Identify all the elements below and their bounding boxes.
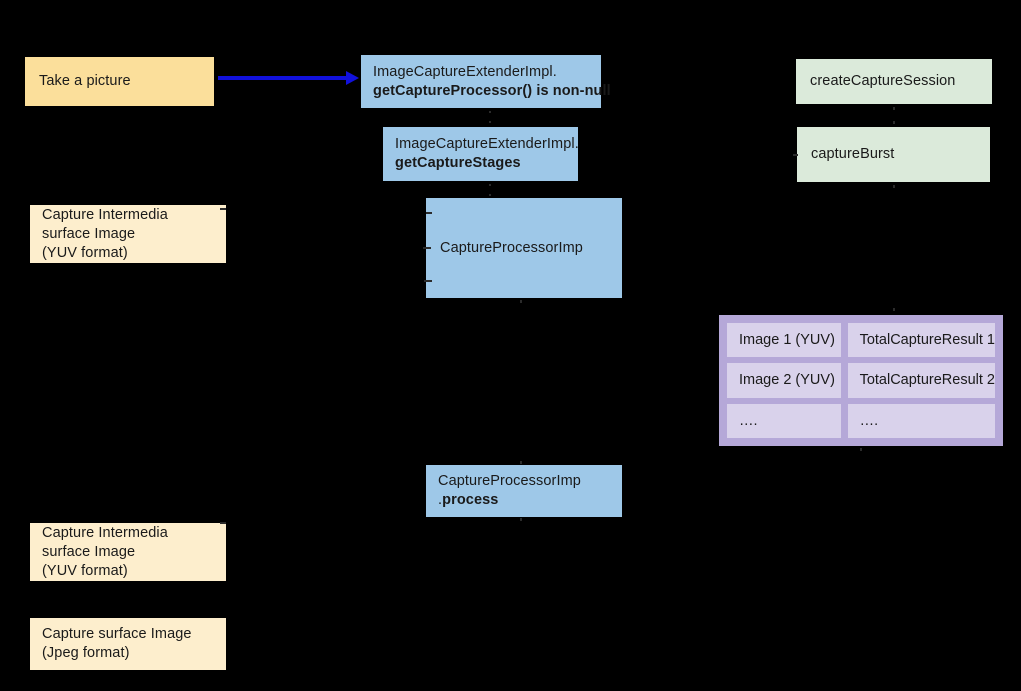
connector-stub	[520, 461, 522, 464]
take-picture-to-get-capture-processor-arrow	[218, 76, 346, 80]
connector-stub	[520, 300, 522, 303]
capture-intermedia-surface-image-yuv-box-top-line-1: Capture Intermedia	[42, 206, 168, 223]
connector-stub	[489, 121, 491, 123]
connector-stub	[424, 280, 432, 282]
table-cell[interactable]: TotalCaptureResult 2	[847, 363, 995, 398]
capture-intermedia-surface-image-yuv-box-top[interactable]: Capture Intermedia surface Image (YUV form…	[30, 205, 226, 263]
capture-burst-box[interactable]: captureBurst	[797, 127, 990, 182]
arrow-head-icon	[346, 71, 359, 85]
capture-processor-imp-box[interactable]: CaptureProcessorImp	[426, 198, 622, 298]
get-capture-processor-box-line-1: ImageCaptureExtenderImpl.	[373, 63, 557, 80]
connector-stub	[893, 107, 895, 110]
connector-stub	[893, 121, 895, 124]
capture-processor-imp-process-box-line-1: CaptureProcessorImp	[438, 473, 581, 489]
connector-stub	[426, 212, 432, 214]
capture-surface-image-jpeg-box-line-1: Capture surface Image	[42, 626, 192, 642]
connector-stub	[489, 111, 491, 113]
capture-surface-image-jpeg-box[interactable]: Capture surface Image (Jpeg format)	[30, 618, 226, 670]
capture-intermedia-surface-image-yuv-box-bottom-line-2: surface Image	[42, 543, 136, 560]
capture-intermedia-surface-image-yuv-box-bottom[interactable]: Capture Intermedia surface Image (YUV form…	[30, 523, 226, 581]
connector-stub	[220, 522, 226, 524]
images-column: Image 1 (YUV) Image 2 (YUV) ….	[727, 323, 841, 438]
create-capture-session-box[interactable]: createCaptureSession	[796, 59, 992, 104]
capture-intermedia-surface-image-yuv-box-bottom-line-3: (YUV format)	[42, 562, 128, 579]
capture-results-table: Image 1 (YUV)Image 2 (YUV)….TotalCapture…	[719, 315, 1003, 446]
get-capture-processor-box[interactable]: ImageCaptureExtenderImpl. getCaptureProce…	[361, 55, 611, 108]
get-capture-stages-box-line-1: ImageCaptureExtenderImpl.	[395, 136, 579, 152]
get-capture-stages-box[interactable]: ImageCaptureExtenderImpl. getCaptureStage…	[383, 127, 579, 181]
capture-processor-imp-process-box[interactable]: CaptureProcessorImp .process	[426, 465, 622, 517]
capture-processor-imp-process-box-line-2: .process	[438, 492, 499, 508]
connector-stub	[489, 194, 491, 196]
take-a-picture-box[interactable]: Take a picture	[25, 57, 214, 106]
connector-stub	[893, 308, 895, 311]
get-capture-stages-box-line-2: getCaptureStages	[395, 155, 521, 171]
table-cell[interactable]: ….	[727, 403, 841, 438]
table-cell[interactable]: Image 2 (YUV)	[727, 363, 841, 398]
capture-burst-box-line-1: captureBurst	[811, 146, 895, 162]
capture-intermedia-surface-image-yuv-box-top-line-2: surface Image	[42, 225, 136, 242]
table-cell[interactable]: ….	[847, 403, 995, 438]
create-capture-session-box-line-1: createCaptureSession	[810, 73, 956, 89]
connector-stub	[220, 208, 226, 210]
connector-stub	[489, 184, 491, 186]
connector-stub	[520, 518, 522, 521]
capture-processor-imp-box-line-1: CaptureProcessorImp	[440, 239, 583, 256]
capture-surface-image-jpeg-box-line-2: (Jpeg format)	[42, 645, 130, 661]
table-cell[interactable]: Image 1 (YUV)	[727, 323, 841, 358]
take-a-picture-box-line-1: Take a picture	[39, 73, 131, 89]
connector-stub	[793, 154, 798, 156]
get-capture-processor-box-line-2: getCaptureProcessor() is non-null	[373, 82, 611, 99]
table-cell[interactable]: TotalCaptureResult 1	[847, 323, 995, 358]
capture-intermedia-surface-image-yuv-box-top-line-3: (YUV format)	[42, 244, 128, 261]
results-column: TotalCaptureResult 1 TotalCaptureResult 2…	[847, 323, 995, 438]
connector-stub	[893, 185, 895, 188]
connector-stub	[860, 448, 862, 451]
connector-stub	[423, 247, 431, 249]
capture-intermedia-surface-image-yuv-box-bottom-line-1: Capture Intermedia	[42, 524, 168, 541]
